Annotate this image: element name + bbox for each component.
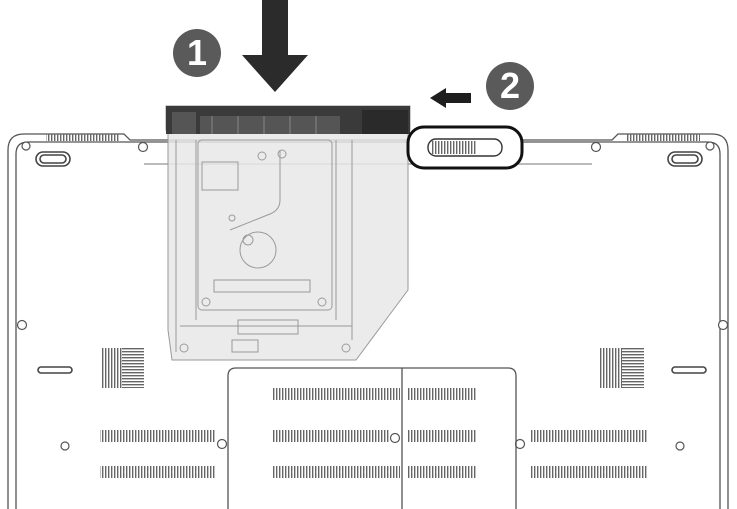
down-arrow-icon [242, 0, 308, 92]
optical-drive [165, 105, 411, 361]
side-vents [102, 348, 644, 388]
step-1-badge [173, 29, 221, 77]
bottom-vents [100, 388, 648, 478]
left-arrow-icon [430, 88, 471, 108]
vent-top-right [626, 134, 700, 141]
step-2-number: 2 [499, 65, 521, 106]
access-panel [227, 367, 517, 509]
step-1-number: 1 [186, 32, 208, 73]
vent-top-left [46, 134, 120, 141]
step-2-badge [486, 62, 534, 110]
drive-lock-switch [406, 125, 524, 170]
rubber-feet [35, 151, 707, 374]
screw-holes [16, 141, 729, 451]
